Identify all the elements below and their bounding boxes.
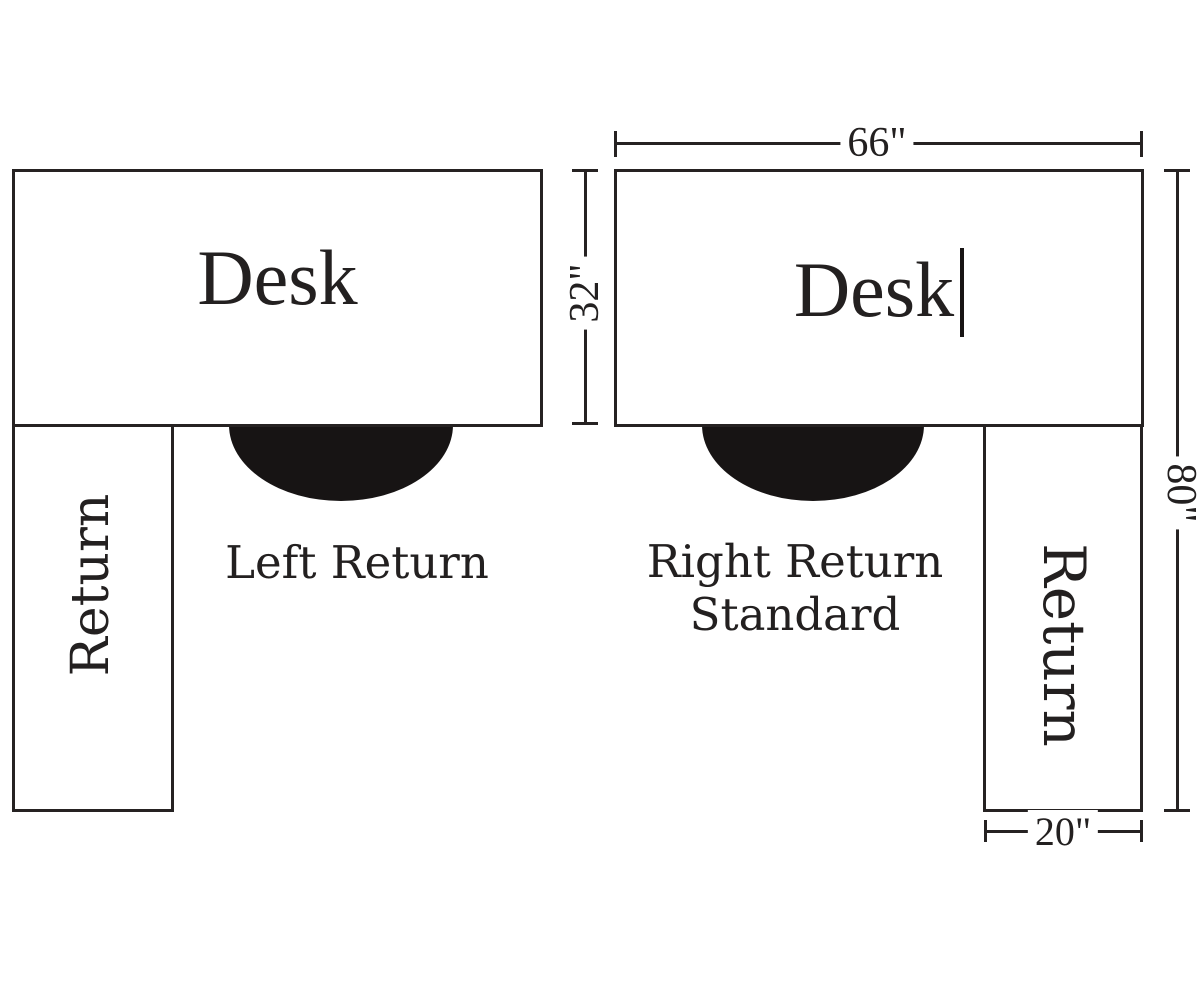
return-label: Return (61, 493, 121, 677)
dimension-value: 32" (562, 256, 608, 330)
return-surface (983, 427, 1143, 812)
caption-left-return: Left Return (225, 536, 489, 589)
dimension-tick (984, 820, 987, 842)
dimension-tick (572, 422, 598, 425)
dimension-value: 20" (1027, 810, 1099, 854)
dimension-value: 66" (840, 121, 914, 165)
chair-icon (229, 425, 453, 501)
dimension-tick (1140, 820, 1143, 842)
dimension-tick (1140, 131, 1143, 157)
dimension-tick (614, 131, 617, 157)
dimension-value: 80" (1158, 456, 1200, 530)
return-surface (12, 427, 174, 812)
chair-icon (702, 425, 924, 501)
text-caret (960, 248, 964, 337)
caption-line-2: Standard (689, 588, 901, 641)
return-label: Return (1030, 543, 1098, 747)
desk-label: Desk (793, 246, 955, 333)
caption-right-return: Right Return Standard (595, 535, 995, 641)
dimension-tick (1164, 169, 1190, 172)
dimension-tick (1164, 809, 1190, 812)
caption-line-1: Right Return (646, 535, 944, 588)
dimension-tick (572, 169, 598, 172)
desk-label: Desk (197, 234, 358, 321)
desk-surface (614, 169, 1144, 427)
desk-surface (12, 169, 543, 427)
